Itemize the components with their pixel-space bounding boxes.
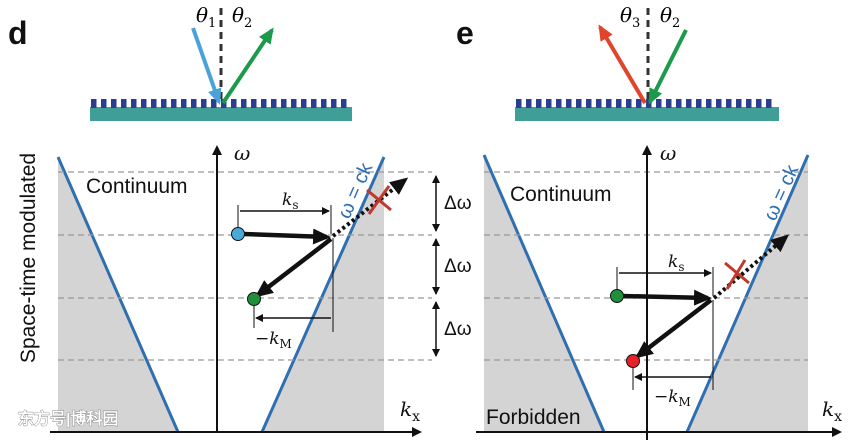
reflected-beam-e bbox=[598, 24, 647, 105]
grating-tooth bbox=[686, 99, 692, 108]
grating-tooth bbox=[596, 99, 602, 108]
grating-tooth bbox=[311, 99, 317, 108]
theta-incident-d: θ1 bbox=[196, 3, 216, 31]
blocked-cross-e bbox=[724, 259, 750, 290]
state-dot-green-e bbox=[610, 289, 624, 303]
grating-tooth bbox=[151, 99, 157, 108]
kx-axis-label-e: kx bbox=[822, 397, 842, 425]
grating-tooth bbox=[626, 99, 632, 108]
km-label-d: −kM bbox=[255, 329, 292, 351]
grating-tooth bbox=[281, 99, 287, 108]
grating-tooth bbox=[301, 99, 307, 108]
grating-tooth bbox=[566, 99, 572, 108]
panel-e: e θ3 θ2 ω kx Continuum Forbidden ω = ck bbox=[456, 3, 842, 440]
state-dot-blue-d bbox=[231, 227, 245, 241]
grating-tooth bbox=[181, 99, 187, 108]
grating-tooth bbox=[191, 99, 197, 108]
grating-tooth bbox=[546, 99, 552, 108]
grating-tooth bbox=[141, 99, 147, 108]
delta-omega-2: Δω bbox=[444, 256, 472, 277]
grating-tooth bbox=[746, 99, 752, 108]
frequency-levels-d bbox=[58, 171, 432, 361]
grating-tooth bbox=[291, 99, 297, 108]
km-arrow-e bbox=[634, 298, 713, 359]
light-line-left-e bbox=[482, 154, 606, 433]
grating-tooth bbox=[586, 99, 592, 108]
light-line-right-e bbox=[685, 154, 810, 433]
grating-tooth bbox=[331, 99, 337, 108]
grating-tooth bbox=[716, 99, 722, 108]
kx-axis-label-d: kx bbox=[400, 397, 420, 425]
km-label-e: −kM bbox=[654, 387, 691, 409]
grating-tooth bbox=[536, 99, 542, 108]
grating-tooth bbox=[726, 99, 732, 108]
incident-beam-e bbox=[648, 29, 688, 105]
grating-tooth bbox=[161, 99, 167, 108]
grating-tooth bbox=[666, 99, 672, 108]
grating-tooth bbox=[261, 99, 267, 108]
grating-tooth bbox=[171, 99, 177, 108]
light-line-left-d bbox=[56, 156, 180, 433]
watermark: 东方号|博科园 bbox=[18, 409, 118, 428]
light-line-right-d bbox=[260, 156, 386, 433]
grating-tooth bbox=[131, 99, 137, 108]
grating-tooth bbox=[706, 99, 712, 108]
grating-tooth bbox=[616, 99, 622, 108]
grating-tooth bbox=[251, 99, 257, 108]
grating-tooth bbox=[766, 99, 772, 108]
grating-tooth bbox=[526, 99, 532, 108]
grating-e bbox=[515, 99, 779, 121]
delta-omega-1: Δω bbox=[444, 193, 472, 214]
grating-tooth bbox=[556, 99, 562, 108]
panel-label-e: e bbox=[456, 15, 474, 51]
grating-tooth bbox=[201, 99, 207, 108]
grating-tooth bbox=[91, 99, 97, 108]
grating-tooth bbox=[211, 99, 217, 108]
side-label: Space-time modulated bbox=[17, 153, 40, 363]
incident-beam-d bbox=[191, 27, 222, 105]
grating-tooth bbox=[341, 99, 347, 108]
omega-axis-label-e: ω bbox=[660, 141, 676, 165]
grating-tooth bbox=[241, 99, 247, 108]
grating-tooth bbox=[736, 99, 742, 108]
grating-tooth bbox=[576, 99, 582, 108]
grating-tooth bbox=[101, 99, 107, 108]
grating-tooth bbox=[696, 99, 702, 108]
forbidden-label-e: Forbidden bbox=[486, 406, 581, 429]
grating-tooth bbox=[606, 99, 612, 108]
grating-tooth bbox=[516, 99, 522, 108]
km-arrow-d bbox=[254, 237, 333, 298]
forbidden-path-e bbox=[712, 234, 790, 300]
ks-arrow-d bbox=[242, 228, 331, 245]
grating-tooth bbox=[121, 99, 127, 108]
panel-label-d: d bbox=[8, 15, 28, 51]
continuum-label-e: Continuum bbox=[510, 183, 612, 206]
state-dot-green-d bbox=[247, 292, 261, 306]
grating-tooth bbox=[656, 99, 662, 108]
grating-tooth bbox=[636, 99, 642, 108]
grating-tooth bbox=[676, 99, 682, 108]
grating-tooth bbox=[756, 99, 762, 108]
continuum-label-d: Continuum bbox=[86, 175, 188, 198]
grating-tooth bbox=[231, 99, 237, 108]
ks-label-d: ks bbox=[282, 190, 298, 212]
grating-tooth bbox=[321, 99, 327, 108]
delta-omega-3: Δω bbox=[444, 319, 472, 340]
state-dot-red-e bbox=[626, 354, 640, 368]
grating-tooth bbox=[111, 99, 117, 108]
reflected-beam-d bbox=[221, 27, 274, 105]
omega-axis-label-d: ω bbox=[234, 141, 250, 165]
grating-tooth bbox=[271, 99, 277, 108]
ks-label-e: ks bbox=[668, 252, 684, 274]
theta-incident-e: θ2 bbox=[660, 3, 680, 31]
theta-reflected-d: θ2 bbox=[232, 3, 252, 31]
panel-d: d θ1 θ2 ω kx Continuum ω = ck bbox=[8, 3, 472, 437]
blocked-cross-d bbox=[366, 185, 392, 215]
grating-d bbox=[90, 99, 352, 121]
theta-reflected-e: θ3 bbox=[620, 3, 640, 31]
ks-arrow-e bbox=[621, 289, 712, 306]
